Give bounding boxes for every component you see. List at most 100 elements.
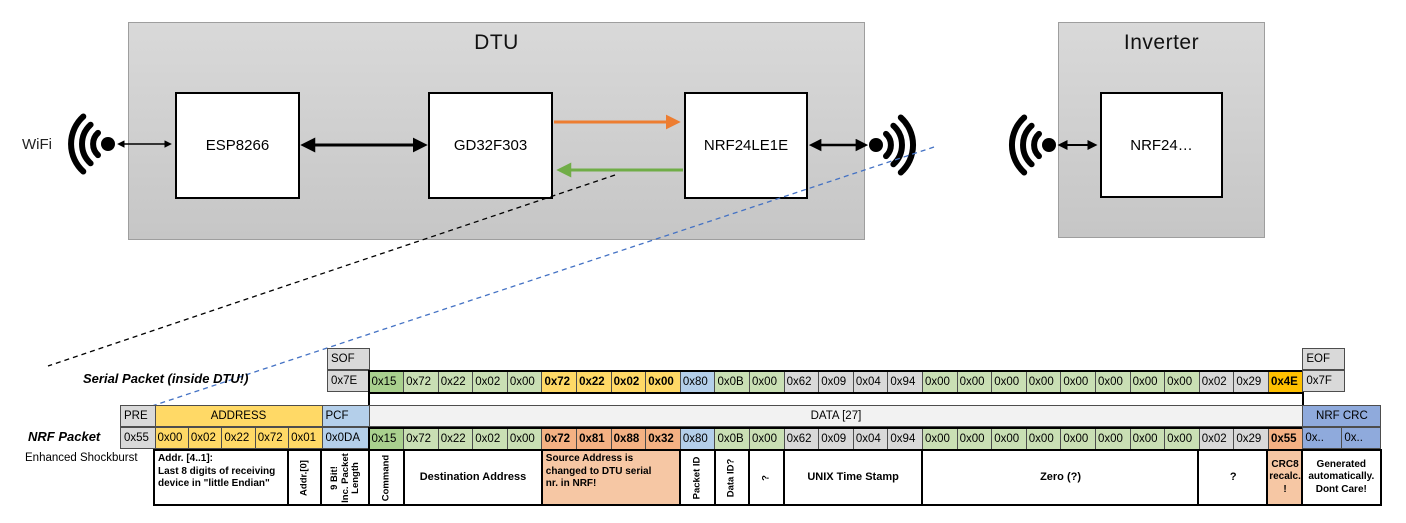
byte-cell: 0x15 [369, 429, 405, 449]
sof-header: SOF [327, 348, 370, 370]
byte-cell: 0x22 [222, 428, 256, 448]
byte-cell: 0x00 [507, 372, 543, 392]
annotation-unix-time-stamp: UNIX Time Stamp [782, 449, 924, 506]
byte-cell: 0x22 [438, 429, 474, 449]
serial-nrf-left-connector [368, 393, 370, 406]
wifi-icon [68, 113, 115, 175]
gd32f303-box: GD32F303 [428, 92, 553, 199]
byte-cell: 0x00 [923, 429, 958, 449]
sof-value: 0x7E [327, 370, 370, 392]
byte-cell: 0x00 [957, 372, 993, 392]
byte-cell: 0x04 [853, 372, 889, 392]
byte-cell: 0x00 [1061, 429, 1096, 449]
nrf-packet-connector-line [151, 146, 935, 407]
byte-cell: 0x00 [1165, 372, 1200, 392]
byte-cell: 0x72 [404, 372, 439, 392]
byte-cell: 0x62 [784, 429, 820, 449]
byte-cell: 0x00 [1095, 429, 1131, 449]
byte-cell: 0x00 [957, 429, 993, 449]
byte-cell: 0x00 [1130, 372, 1166, 392]
pre-header: PRE [120, 405, 156, 427]
serial-packet-connector-line [47, 174, 616, 367]
byte-cell: 0x00 [155, 428, 189, 448]
annotation-address-4-1: Addr. [4..1]: Last 8 digits of receiving… [153, 449, 290, 506]
byte-cell: 0x00 [750, 372, 785, 392]
dtu-radio-icon [869, 114, 916, 176]
dtu-title: DTU [474, 31, 519, 54]
byte-cell: 0x88 [611, 429, 647, 449]
esp8266-box: ESP8266 [175, 92, 300, 199]
byte-cell: 0x02 [611, 372, 647, 392]
byte-cell: 0x22 [438, 372, 474, 392]
byte-cell: 0x02 [1199, 372, 1235, 392]
annotation-crc-generated: Generated automatically. Dont Care! [1300, 449, 1382, 506]
nrf-crc-values-row: 0x..0x.. [1302, 427, 1382, 449]
eof-header: EOF [1302, 348, 1346, 370]
data-header: DATA [27] [368, 405, 1304, 427]
byte-cell: 0x72 [255, 428, 290, 448]
byte-cell: 0x00 [923, 372, 958, 392]
byte-cell: 0x00 [507, 429, 543, 449]
byte-cell: 0x00 [992, 372, 1027, 392]
eof-value: 0x7F [1302, 370, 1346, 392]
byte-cell: 0x02 [188, 428, 223, 448]
byte-cell: 0x22 [577, 372, 612, 392]
byte-cell: 0x80 [680, 372, 716, 392]
nrf24le1e-box: NRF24LE1E [684, 92, 808, 199]
byte-cell: 0x80 [680, 429, 716, 449]
wifi-label: WiFi [22, 136, 52, 153]
annotation-destination-address: Destination Address [402, 449, 544, 506]
byte-cell: 0x01 [289, 428, 322, 448]
byte-cell: 0x29 [1234, 372, 1269, 392]
byte-cell: 0x00 [1095, 372, 1131, 392]
annotation-unknown-byte: ? [748, 449, 786, 506]
nrf-packet-label: NRF Packet [28, 429, 101, 444]
byte-cell: 0x72 [542, 372, 578, 392]
pre-value: 0x55 [120, 427, 156, 449]
byte-cell: 0x32 [646, 429, 681, 449]
byte-cell: 0x94 [888, 372, 923, 392]
enhanced-shockburst-label: Enhanced Shockburst [25, 452, 138, 464]
byte-cell: 0x0B [715, 372, 751, 392]
byte-cell: 0x02 [1199, 429, 1235, 449]
byte-cell: 0x00 [992, 429, 1027, 449]
pcf-value: 0x0DA [321, 427, 370, 449]
byte-cell: 0x00 [1061, 372, 1096, 392]
byte-cell: 0x09 [819, 429, 854, 449]
annotation-command: Command [368, 449, 406, 506]
byte-cell: 0x00 [646, 372, 681, 392]
byte-cell: 0x81 [577, 429, 612, 449]
byte-cell: 0x00 [1026, 372, 1062, 392]
byte-cell: 0x55 [1268, 429, 1303, 449]
inverter-nrf24-box: NRF24… [1100, 92, 1223, 198]
byte-cell: 0x00 [1026, 429, 1062, 449]
byte-cell: 0x09 [819, 372, 854, 392]
byte-cell: 0x.. [1342, 428, 1381, 448]
annotation-unknown-bytes: ? [1197, 449, 1270, 506]
annotation-data-id: Data ID? [713, 449, 751, 506]
byte-cell: 0x02 [473, 429, 508, 449]
byte-cell: 0x4E [1268, 372, 1303, 392]
byte-cell: 0x62 [784, 372, 820, 392]
byte-cell: 0x94 [888, 429, 923, 449]
pcf-header: PCF [321, 405, 370, 427]
annotation-pcf-9bit: 9 Bit! Inc. Packet Length [320, 449, 371, 506]
byte-cell: 0x00 [750, 429, 785, 449]
address-header: ADDRESS [154, 405, 323, 427]
serial-packet-label: Serial Packet (inside DTU!) [83, 371, 249, 386]
byte-cell: 0x29 [1234, 429, 1269, 449]
byte-cell: 0x00 [1165, 429, 1200, 449]
byte-cell: 0x72 [542, 429, 578, 449]
byte-cell: 0x0B [715, 429, 751, 449]
byte-cell: 0x04 [853, 429, 889, 449]
inverter-area: Inverter [1058, 22, 1265, 238]
annotation-crc8-recalc: CRC8 recalc. ! [1266, 449, 1304, 506]
nrf-crc-header: NRF CRC [1302, 405, 1382, 427]
annotation-packet-id: Packet ID [679, 449, 717, 506]
byte-cell: 0x72 [404, 429, 439, 449]
